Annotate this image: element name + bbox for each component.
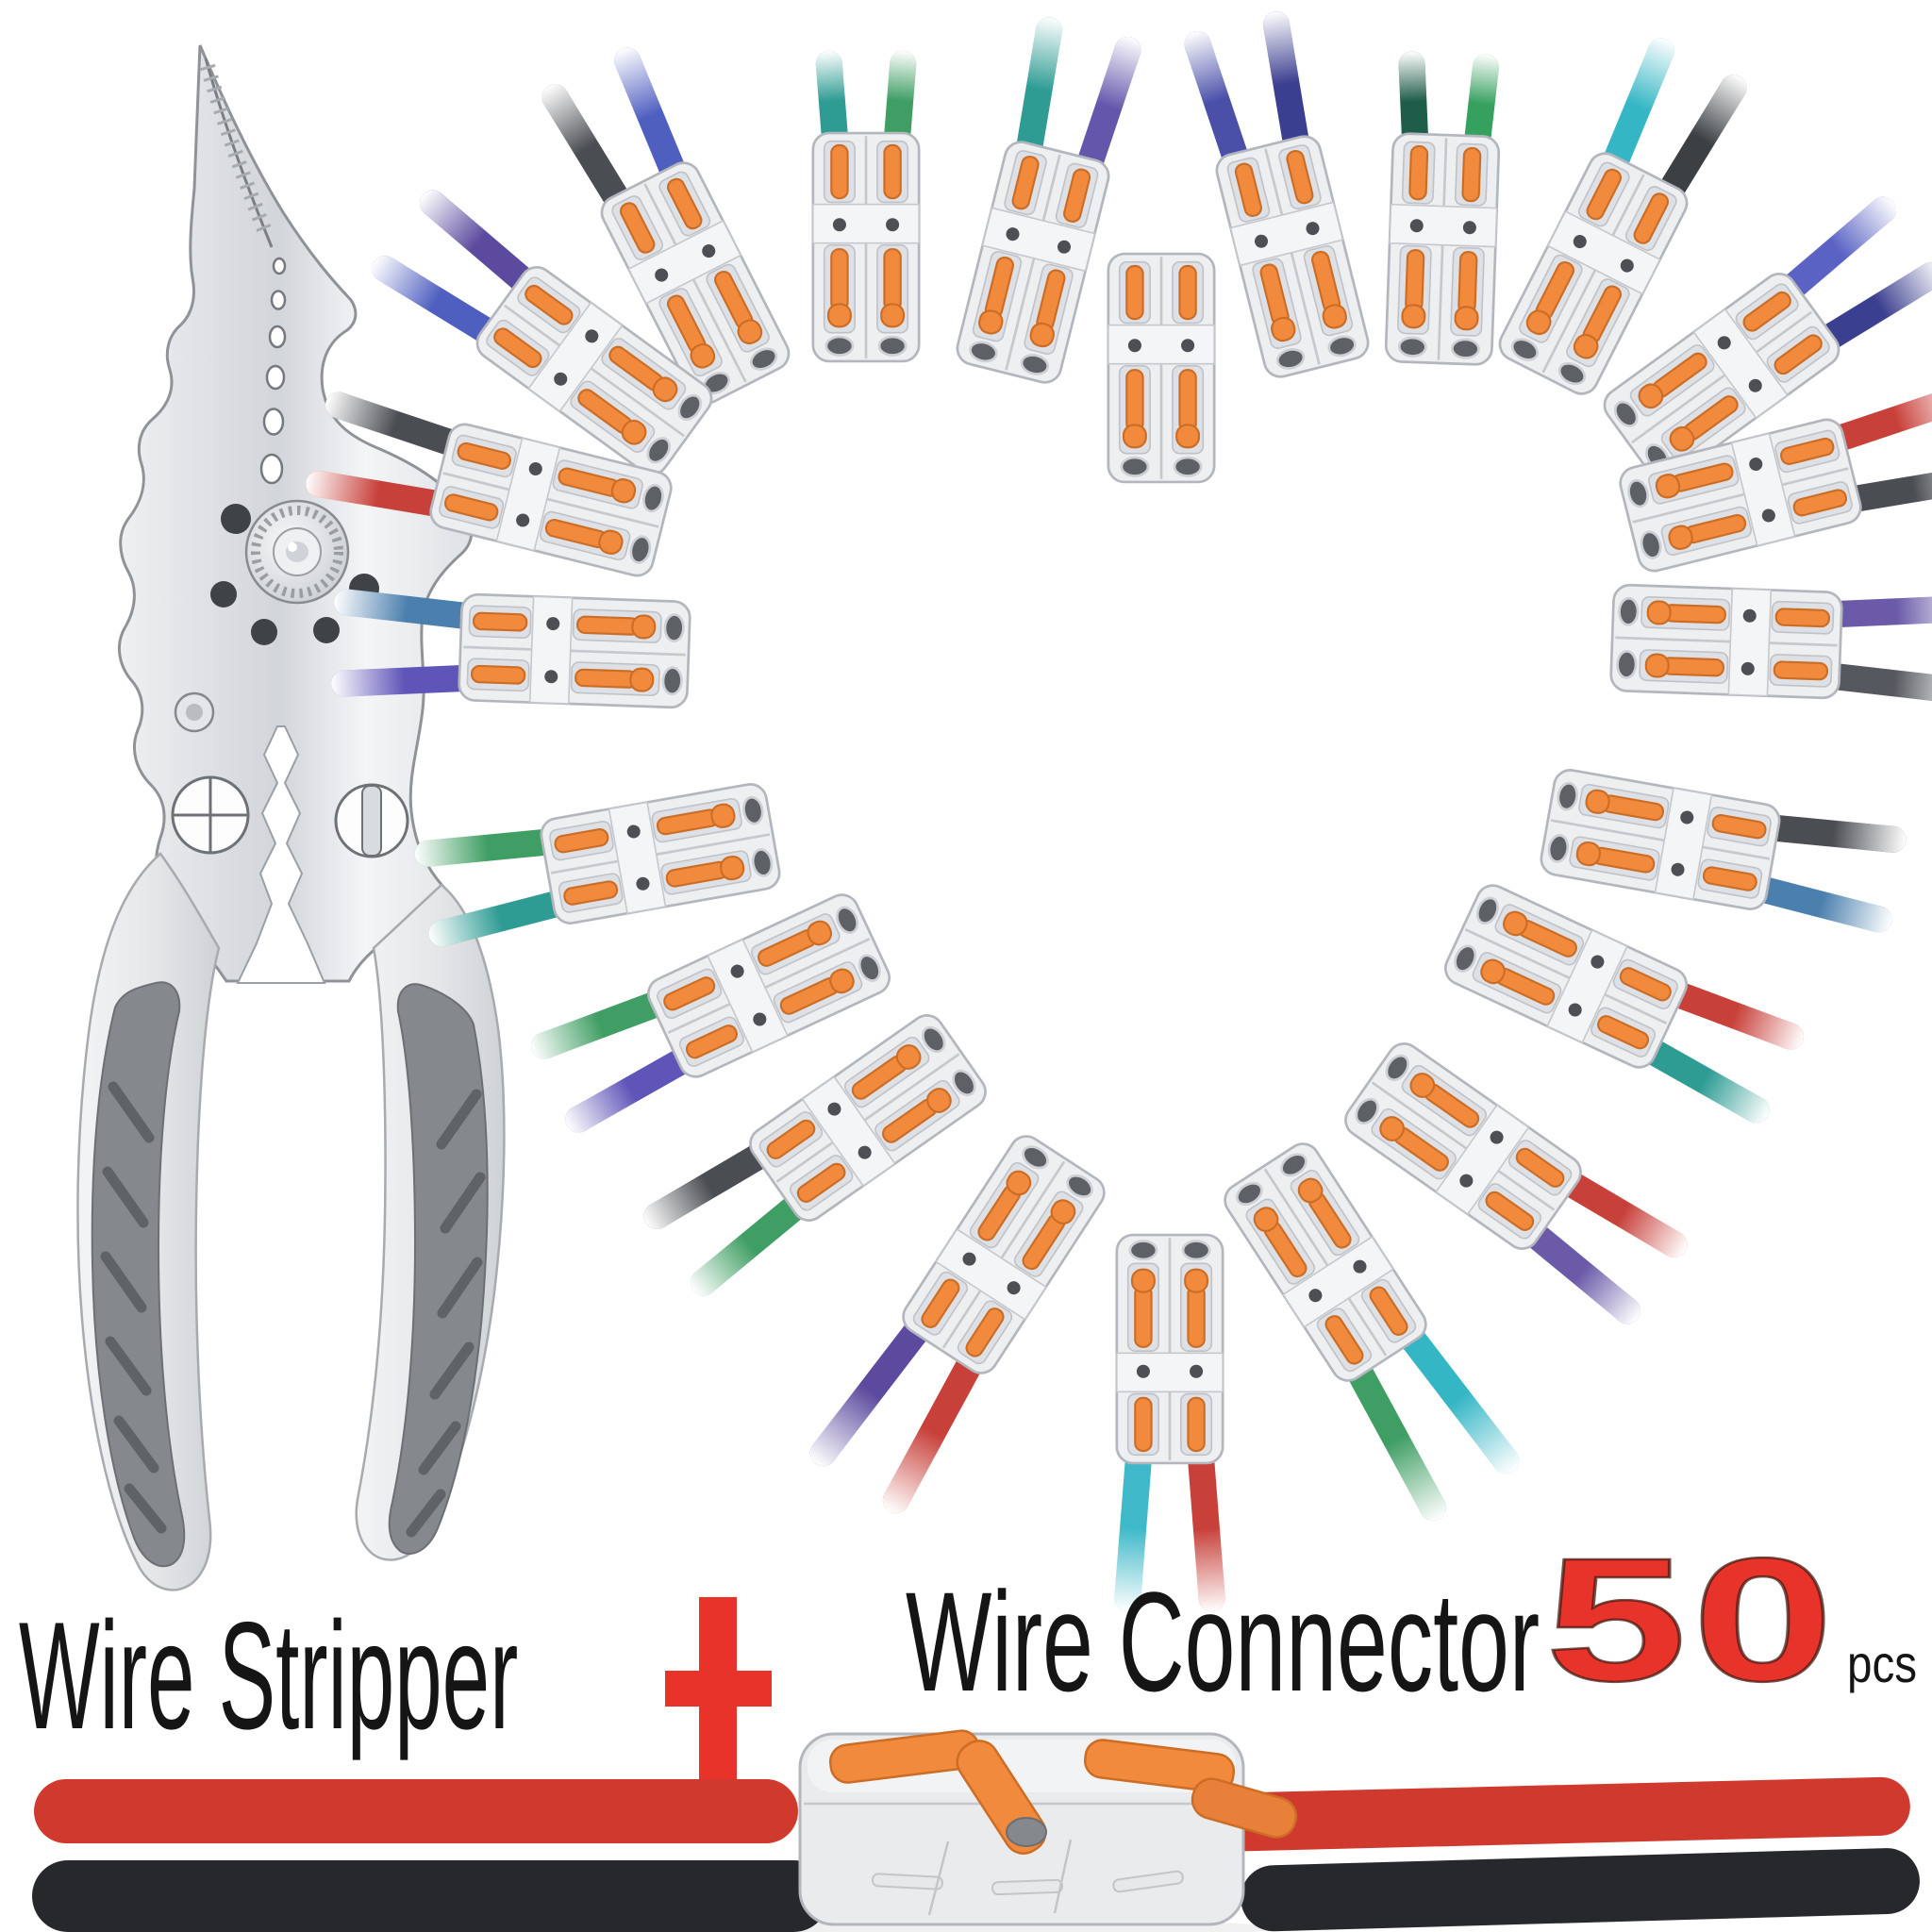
- count-unit: pcs: [1847, 1634, 1918, 1693]
- plus-icon: [665, 1597, 772, 1779]
- demo-test-hole: [1006, 1817, 1047, 1847]
- label-wire-stripper: Wire Stripper: [19, 1591, 519, 1761]
- connector-wire: [1825, 387, 1932, 453]
- wire-connector: [541, 47, 791, 405]
- connector-wire: [1749, 875, 1892, 933]
- wire-connector: [811, 50, 921, 363]
- red-wire-right: [1212, 1776, 1910, 1852]
- connector-wire: [325, 391, 466, 458]
- wire-connector: [1619, 387, 1932, 573]
- linkage-bolt: [174, 691, 215, 733]
- connector-wire: [1345, 1357, 1447, 1522]
- connector-wire: [334, 589, 480, 630]
- wire-connector: [1344, 1042, 1688, 1324]
- connector-wire: [809, 1315, 932, 1467]
- connector-wire: [419, 190, 538, 295]
- connector-wire: [643, 1141, 774, 1229]
- connector-wire: [1664, 980, 1805, 1050]
- right-grip-ribs: [406, 1089, 486, 1538]
- wire-connector: [1224, 1142, 1520, 1522]
- connector-wire: [1075, 36, 1141, 177]
- wire-connector: [306, 391, 673, 577]
- demo-lever-tip: [1191, 1777, 1298, 1839]
- wire-connector: [1603, 196, 1932, 483]
- wire-connector: [1184, 11, 1370, 378]
- jaw-gap: [236, 725, 326, 984]
- demo-connector-scene: [32, 1729, 1920, 1932]
- connector-wire: [1778, 196, 1897, 302]
- wire-connector: [1498, 38, 1747, 395]
- connector-wire: [414, 828, 561, 867]
- connector-wire: [815, 50, 849, 152]
- connector-wire: [1521, 1221, 1641, 1324]
- connector-wire: [882, 1349, 984, 1514]
- wire-connector: [414, 783, 781, 947]
- connector-wire: [1262, 11, 1310, 157]
- stripping-holes: [259, 257, 287, 485]
- connector-wire: [1397, 1323, 1520, 1474]
- cross-screw-die: [171, 775, 250, 855]
- pivot-adjustment-dial: [244, 499, 350, 605]
- connector-wire: [1759, 814, 1907, 853]
- connector-wire: [1821, 662, 1932, 704]
- wire-connector: [1384, 51, 1501, 366]
- slot-screw-die: [334, 783, 409, 858]
- connector-wire: [1657, 75, 1747, 205]
- connector-wire: [614, 47, 687, 186]
- connector-wire: [331, 664, 478, 697]
- connector-wire: [565, 1046, 697, 1133]
- left-grip-ribs: [100, 1081, 167, 1534]
- label-wire-connector: Wire Connector: [906, 1562, 1541, 1721]
- wire-connector: [1107, 252, 1216, 484]
- heart-of-connectors: [306, 11, 1932, 1612]
- connector-wire: [690, 1192, 810, 1296]
- right-grip-pad: [388, 983, 489, 1555]
- black-wire-right: [1241, 1848, 1920, 1932]
- connector-wire: [306, 470, 451, 518]
- wire-connector: [956, 17, 1141, 384]
- wire-connector: [372, 190, 713, 476]
- connector-wire: [1814, 262, 1932, 352]
- wire-connector: [530, 893, 891, 1133]
- connector-wire: [1114, 1444, 1153, 1612]
- demo-bottom-slots: [871, 1870, 1184, 1896]
- connector-wire: [1840, 465, 1932, 513]
- jaw-serrations: [200, 63, 274, 237]
- connector-wire: [1398, 51, 1429, 153]
- connector-wire: [541, 84, 632, 214]
- connector-wire: [372, 256, 502, 345]
- black-wire-left: [32, 1860, 829, 1932]
- wire-stripper-tool: [76, 44, 506, 1591]
- wire-connector: [809, 1135, 1106, 1514]
- connector-wire: [1463, 54, 1499, 155]
- connector-wire: [1184, 30, 1250, 172]
- wire-connector: [1443, 884, 1805, 1124]
- connector-wire: [1602, 38, 1674, 176]
- wire-connector: [643, 1014, 987, 1296]
- count-badge: 50: [1543, 1523, 1840, 1718]
- connector-wire: [530, 990, 671, 1059]
- connector-wire: [1638, 1037, 1770, 1124]
- wire-connector: [1609, 583, 1932, 704]
- red-wire-left: [34, 1779, 798, 1843]
- wire-connector: [1114, 1233, 1225, 1612]
- connector-wire: [1015, 17, 1063, 162]
- demo-lever-right: [1083, 1739, 1236, 1793]
- connector-wire: [1557, 1170, 1688, 1257]
- connector-wire: [883, 50, 917, 152]
- wire-connector: [331, 589, 691, 709]
- wire-connector: [1540, 769, 1907, 933]
- connector-wire: [1823, 595, 1932, 628]
- connector-wire: [1187, 1444, 1225, 1612]
- connector-wire: [428, 890, 572, 947]
